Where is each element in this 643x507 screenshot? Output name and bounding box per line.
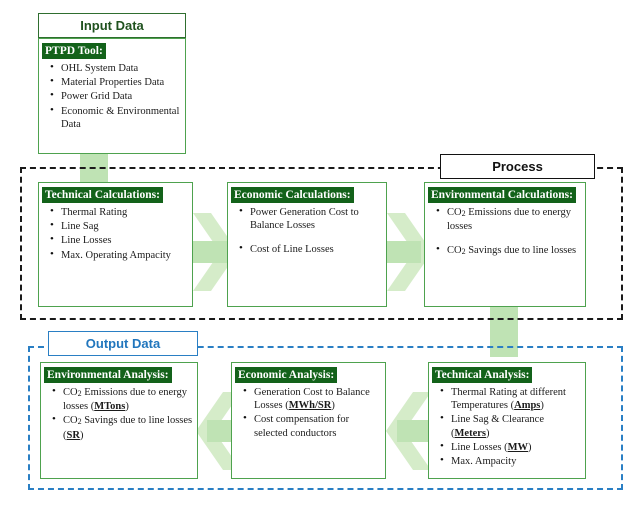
card-header-environmental-analysis: Environmental Analysis: (44, 367, 172, 383)
list-input-items: OHL System Data Material Properties Data… (39, 61, 185, 131)
list-item: Cost of Line Losses (239, 242, 382, 256)
card-technical-analysis[interactable]: Technical Analysis: Thermal Rating at di… (428, 362, 586, 479)
card-environmental-analysis[interactable]: Environmental Analysis: CO2 Emissions du… (40, 362, 198, 479)
frame-process (20, 167, 623, 320)
card-header-economic-calculations: Economic Calculations: (231, 187, 354, 203)
list-item: OHL System Data (50, 61, 181, 75)
list-item: Line Losses (50, 233, 188, 247)
card-environmental-calculations[interactable]: Environmental Calculations: CO2 Emission… (424, 182, 586, 307)
list-environmental-analysis: CO2 Emissions due to energy losses (MTon… (41, 385, 197, 442)
arrow-economic-to-environmental (387, 213, 432, 291)
card-header-ptpd-tool: PTPD Tool: (42, 43, 106, 59)
section-label-input-data: Input Data (38, 13, 186, 38)
section-label-output-data: Output Data (48, 331, 198, 356)
list-item: Line Sag & Clearance (Meters) (440, 412, 581, 439)
card-header-technical-calculations: Technical Calculations: (42, 187, 163, 203)
list-economic-analysis: Generation Cost to Balance Losses (MWh/S… (232, 385, 385, 440)
list-item: Generation Cost to Balance Losses (MWh/S… (243, 385, 381, 412)
list-item: Power Generation Cost to Balance Losses (239, 205, 382, 232)
section-label-process: Process (440, 154, 595, 179)
list-item: CO2 Savings due to line losses (SR) (52, 413, 193, 441)
card-technical-calculations[interactable]: Technical Calculations: Thermal Rating L… (38, 182, 193, 307)
frame-output (28, 346, 623, 490)
list-item: Thermal Rating at different Temperatures… (440, 385, 581, 412)
list-item: Line Losses (MW) (440, 440, 581, 454)
card-economic-calculations[interactable]: Economic Calculations: Power Generation … (227, 182, 387, 307)
card-economic-analysis[interactable]: Economic Analysis: Generation Cost to Ba… (231, 362, 386, 479)
list-environmental-calculations: CO2 Emissions due to energy losses CO2 S… (425, 205, 585, 259)
list-item: CO2 Emissions due to energy losses (436, 205, 581, 233)
list-item: Power Grid Data (50, 89, 181, 103)
arrow-technical-analysis-to-economic-analysis (386, 392, 431, 470)
list-item: Cost compensation for selected conductor… (243, 412, 381, 439)
list-item: CO2 Savings due to line losses (436, 243, 581, 258)
list-item: Thermal Rating (50, 205, 188, 219)
list-item: Material Properties Data (50, 75, 181, 89)
list-item: CO2 Emissions due to energy losses (MTon… (52, 385, 193, 413)
card-header-economic-analysis: Economic Analysis: (235, 367, 338, 383)
card-header-technical-analysis: Technical Analysis: (432, 367, 533, 383)
list-technical-calculations: Thermal Rating Line Sag Line Losses Max.… (39, 205, 192, 262)
list-item: Max. Ampacity (440, 454, 581, 468)
list-item: Line Sag (50, 219, 188, 233)
list-item: Max. Operating Ampacity (50, 248, 188, 262)
list-technical-analysis: Thermal Rating at different Temperatures… (429, 385, 585, 468)
card-input-ptpd-tool[interactable]: PTPD Tool: OHL System Data Material Prop… (38, 38, 186, 154)
list-economic-calculations: Power Generation Cost to Balance Losses … (228, 205, 386, 257)
list-item: Economic & Environmental Data (50, 104, 181, 131)
card-header-environmental-calculations: Environmental Calculations: (428, 187, 576, 203)
connector-process-to-output (490, 305, 518, 357)
